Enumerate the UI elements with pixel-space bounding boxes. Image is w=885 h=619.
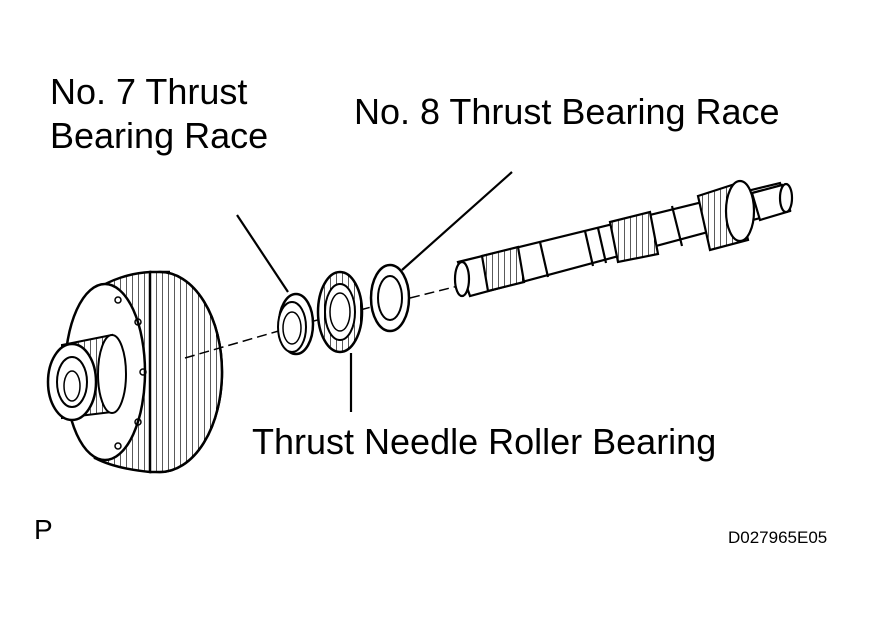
label-no7-thrust-bearing-race: No. 7 Thrust Bearing Race [50, 70, 268, 158]
leader-no7 [236, 214, 289, 293]
label-no7-line2: Bearing Race [50, 115, 269, 156]
label-no8-thrust-bearing-race: No. 8 Thrust Bearing Race [354, 91, 780, 132]
thrust-needle-roller-bearing [316, 270, 364, 354]
leader-lines [236, 171, 513, 412]
input-shaft [453, 179, 794, 298]
figure-code-label: D027965E05 [728, 528, 828, 547]
label-thrust-needle-roller-bearing: Thrust Needle Roller Bearing [252, 421, 717, 462]
no8-thrust-bearing-race [369, 263, 411, 333]
label-no7-line1: No. 7 Thrust [50, 71, 248, 112]
view-letter-label: P [34, 514, 53, 545]
planetary-gear-assembly [46, 270, 224, 474]
no7-thrust-bearing-race [277, 292, 315, 356]
leader-no8 [401, 171, 513, 271]
